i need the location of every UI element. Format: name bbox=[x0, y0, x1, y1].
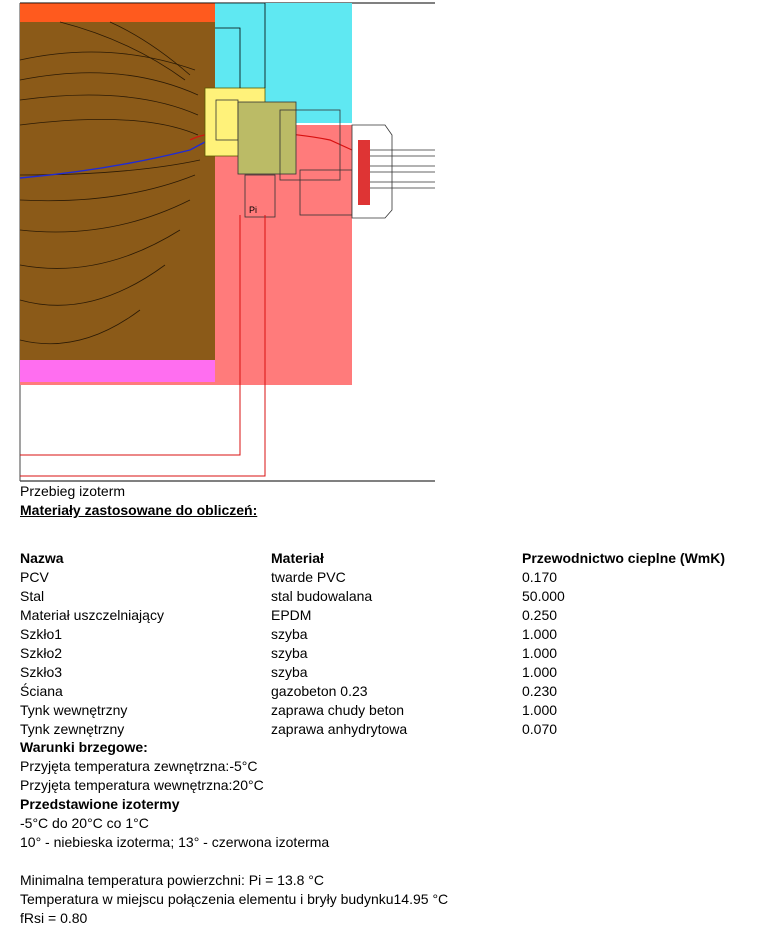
table-row: Szkło2 szyba 1.000 bbox=[0, 644, 783, 663]
pi-marker-label: Pi bbox=[249, 205, 257, 215]
cell-conductivity: 0.070 bbox=[522, 721, 558, 737]
cell-name: Szkło3 bbox=[20, 664, 63, 680]
cell-material: szyba bbox=[271, 645, 308, 661]
table-row: PCV twarde PVC 0.170 bbox=[0, 568, 783, 587]
cell-name: Szkło1 bbox=[20, 626, 63, 642]
wall-section-inner bbox=[20, 22, 200, 360]
materials-heading: Materiały zastosowane do obliczeń: bbox=[20, 502, 258, 518]
cell-conductivity: 1.000 bbox=[522, 702, 558, 718]
table-row: Szkło1 szyba 1.000 bbox=[0, 625, 783, 644]
cell-conductivity: 0.230 bbox=[522, 683, 558, 699]
glazing-panes bbox=[370, 149, 435, 189]
cell-conductivity: 0.170 bbox=[522, 569, 558, 585]
frame-sash-profile bbox=[237, 101, 297, 175]
cell-conductivity: 1.000 bbox=[522, 664, 558, 680]
table-row: Szkło3 szyba 1.000 bbox=[0, 663, 783, 682]
outer-temperature: Przyjęta temperatura zewnętrzna:-5°C bbox=[20, 758, 258, 774]
cell-material: zaprawa anhydrytowa bbox=[271, 721, 408, 737]
wall-isotherm-lines bbox=[19, 21, 201, 345]
table-row: Tynk zewnętrzny zaprawa anhydrytowa 0.070 bbox=[0, 720, 783, 739]
inner-temperature: Przyjęta temperatura wewnętrzna:20°C bbox=[20, 777, 264, 793]
header-conductivity: Przewodnictwo cieplne (WmK) bbox=[522, 550, 726, 566]
isotherms-range: -5°C do 20°C co 1°C bbox=[20, 815, 149, 831]
cell-name: Tynk zewnętrzny bbox=[20, 721, 125, 737]
table-row: Stal stal budowalana 50.000 bbox=[0, 587, 783, 606]
table-row: Tynk wewnętrzny zaprawa chudy beton 1.000 bbox=[0, 701, 783, 720]
isotherms-heading: Przedstawione izotermy bbox=[20, 796, 180, 812]
isotherm-figure: Pi bbox=[19, 2, 435, 482]
frsi-value: fRsi = 0.80 bbox=[20, 910, 88, 926]
junction-temperature: Temperatura w miejscu połączenia element… bbox=[20, 891, 449, 907]
cell-material: stal budowalana bbox=[271, 588, 373, 604]
table-header-row: Nazwa Materiał Przewodnictwo cieplne (Wm… bbox=[0, 549, 783, 568]
cell-conductivity: 1.000 bbox=[522, 626, 558, 642]
cell-material: twarde PVC bbox=[271, 569, 346, 585]
cell-name: PCV bbox=[20, 569, 49, 585]
cell-conductivity: 50.000 bbox=[522, 588, 565, 604]
table-row: Ściana gazobeton 0.23 0.230 bbox=[0, 682, 783, 701]
isotherms-legend: 10° - niebieska izoterma; 13° - czerwona… bbox=[20, 834, 330, 850]
cell-material: EPDM bbox=[271, 607, 312, 623]
cell-material: gazobeton 0.23 bbox=[271, 683, 368, 699]
header-material: Materiał bbox=[271, 550, 324, 566]
cell-conductivity: 1.000 bbox=[522, 645, 558, 661]
cell-name: Tynk wewnętrzny bbox=[20, 702, 128, 718]
min-surface-temperature: Minimalna temperatura powierzchni: Pi = … bbox=[20, 872, 325, 888]
table-row: Materiał uszczelniający EPDM 0.250 bbox=[0, 606, 783, 625]
cell-name: Szkło2 bbox=[20, 645, 63, 661]
cell-name: Stal bbox=[20, 588, 45, 604]
figure-caption: Przebieg izoterm bbox=[20, 483, 126, 499]
cell-material: szyba bbox=[271, 626, 308, 642]
cell-material: zaprawa chudy beton bbox=[271, 702, 405, 718]
boundary-heading: Warunki brzegowe: bbox=[20, 739, 148, 755]
cell-material: szyba bbox=[271, 664, 308, 680]
cell-conductivity: 0.250 bbox=[522, 607, 558, 623]
blue-isotherm-line bbox=[19, 141, 261, 179]
cell-name: Ściana bbox=[20, 683, 63, 699]
inner-plaster-bottom bbox=[20, 360, 215, 382]
header-name: Nazwa bbox=[20, 550, 64, 566]
cell-name: Materiał uszczelniający bbox=[20, 607, 164, 623]
